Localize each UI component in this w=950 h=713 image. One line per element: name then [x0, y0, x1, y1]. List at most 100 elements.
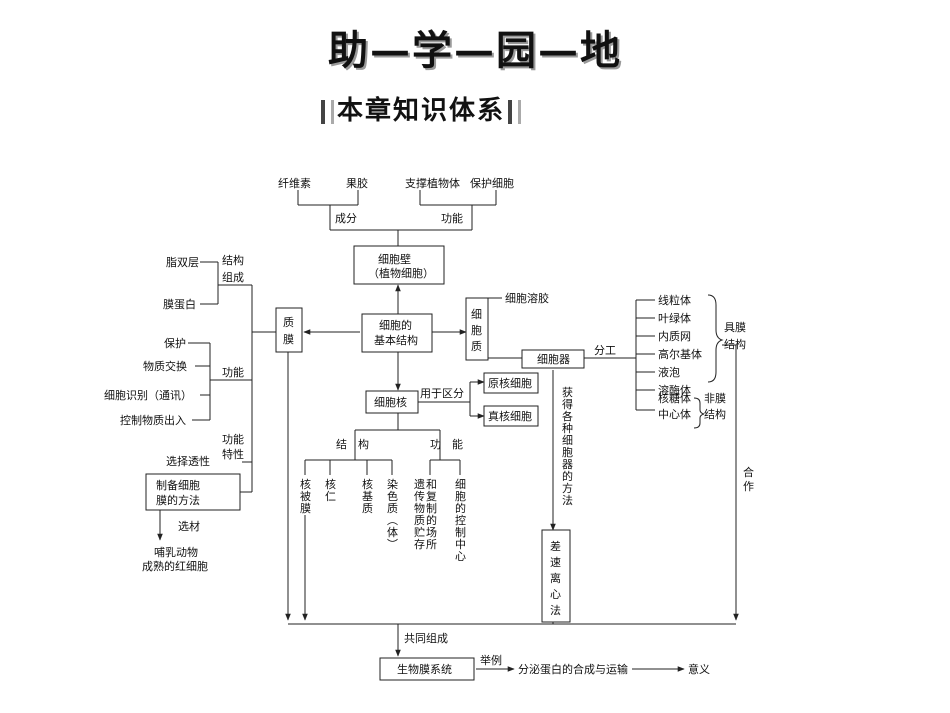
organelle-vacuole: 液泡: [658, 365, 680, 379]
nucleus-function-storage: 遗 传 物 质 贮 存: [414, 477, 425, 551]
label-jiegou-nonmem: 结构: [704, 407, 726, 421]
label-gongtong: 共同组成: [404, 631, 448, 645]
organelle-golgi: 高尔基体: [658, 347, 702, 361]
item-recognition: 细胞识别（通讯）: [104, 389, 192, 402]
item-protect: 保护: [164, 336, 186, 350]
func-char: 遗: [414, 477, 425, 491]
organelle-ribosome: 核糖体: [658, 391, 691, 405]
func-char: 心: [455, 550, 466, 563]
hezuo-char: 合: [743, 465, 754, 479]
nucleus-part-envelope: 核 被 膜: [300, 477, 311, 515]
plasma-membrane-box: [275, 307, 303, 353]
method-char: 种: [562, 421, 573, 435]
label-feimo: 非膜: [704, 392, 726, 405]
centrifuge-char: 法: [550, 603, 561, 617]
centrifuge-label-vertical: 差 速 离 心 法: [550, 539, 561, 617]
part-char: 质: [387, 502, 398, 515]
material-line1: 哺乳动物: [154, 545, 198, 559]
part-char: 核: [362, 477, 373, 491]
label-juli: 举例: [480, 653, 502, 667]
centrifuge-box: [541, 529, 571, 623]
part-char: 色: [387, 489, 398, 503]
func-char: 细: [455, 478, 466, 491]
membrane-char1: 质: [283, 316, 294, 329]
label-yongyu: 用于区分: [420, 387, 464, 400]
item-membrane-protein: 膜蛋白: [163, 297, 196, 311]
example-secretory: 分泌蛋白的合成与运输: [518, 662, 628, 676]
organelle-label: 细胞器: [537, 353, 570, 366]
function-support: 支撑植物体: [405, 176, 460, 190]
centrifuge-char: 差: [550, 539, 561, 553]
prep-line1: 制备细胞: [156, 478, 200, 492]
part-char: ︶: [387, 538, 398, 551]
basic-structure-box: [361, 313, 433, 353]
func-char: 胞: [455, 490, 466, 503]
subtitle-text: 本章知识体系: [337, 96, 506, 126]
part-char: 核: [300, 477, 311, 491]
label-fengong: 分工: [594, 344, 616, 357]
hezuo-label-vertical: 合 作: [743, 465, 754, 493]
method-char: 胞: [562, 446, 573, 459]
func-char: 物: [414, 501, 425, 515]
part-char: 体: [387, 525, 398, 539]
item-lipid-bilayer: 脂双层: [166, 255, 199, 269]
label-jiegou-right: 结构: [724, 337, 746, 351]
nucleus-part-matrix: 核 基 质: [362, 477, 373, 515]
cytoplasm-box: [465, 297, 489, 361]
label-jumo: 具膜: [724, 321, 746, 334]
eukaryote-label: 真核细胞: [488, 409, 532, 423]
cell-wall-box: [353, 245, 445, 285]
centrifuge-char: 速: [550, 556, 561, 569]
label-xuancai: 选材: [178, 519, 200, 533]
item-cytosol: 细胞溶胶: [505, 291, 549, 305]
organelle-centrosome: 中心体: [658, 407, 691, 421]
label-jiegou: 结构: [222, 253, 244, 267]
part-char: ︵: [387, 514, 398, 527]
item-exchange: 物质交换: [143, 359, 187, 373]
page-title: 助—学—园—地: [328, 27, 622, 74]
func-char: 场: [426, 525, 437, 539]
nucleus-part-chromatin: 染 色 质 ︵ 体 ︶: [387, 477, 398, 551]
func-char: 制: [455, 526, 466, 539]
organelle-lysosome: 溶酶体: [658, 383, 691, 397]
label-gongneng-top: 功能: [441, 211, 463, 225]
method-char: 得: [562, 398, 573, 411]
method-char: 的: [562, 469, 573, 483]
label-zucheng: 组成: [222, 270, 244, 284]
part-char: 核: [325, 477, 336, 491]
connector-lines: [157, 190, 739, 672]
material-line2: 成熟的红细胞: [142, 559, 208, 573]
organelle-er: 内质网: [658, 329, 691, 343]
cytoplasm-char3: 质: [471, 340, 482, 353]
method-char: 获: [562, 386, 573, 399]
prep-line2: 膜的方法: [156, 493, 200, 507]
label-membrane-function: 功能: [222, 365, 244, 379]
subtitle-bar-left-light: [331, 99, 334, 124]
basic-structure-line1: 细胞的: [379, 318, 412, 332]
method-char: 法: [562, 493, 573, 507]
part-char: 仁: [325, 490, 336, 503]
func-char: 所: [426, 538, 437, 551]
eukaryote-box: [483, 405, 539, 427]
method-char: 方: [562, 481, 573, 495]
prokaryote-label: 原核细胞: [488, 376, 532, 390]
nucleus-function-control: 细 胞 的 控 制 中 心: [455, 478, 466, 563]
func-char: 的: [455, 501, 466, 515]
organelle-mitochondria: 线粒体: [658, 293, 691, 307]
func-char: 的: [426, 513, 437, 527]
centrifuge-char: 离: [550, 571, 561, 585]
method-char: 各: [562, 409, 573, 423]
func-char: 中: [455, 538, 466, 551]
subtitle-bar-right-light: [518, 99, 522, 124]
method-label-vertical: 获 得 各 种 细 胞 器 的 方 法: [562, 386, 573, 507]
organelle-box: [521, 349, 585, 369]
func-char: 存: [414, 537, 425, 551]
biomembrane-system-box: [379, 657, 475, 681]
prokaryote-box: [483, 372, 539, 394]
function-protect: 保护细胞: [470, 176, 514, 190]
organelle-chloroplast: 叶绿体: [658, 311, 691, 325]
part-char: 膜: [300, 502, 311, 515]
component-cellulose: 纤维素: [278, 177, 311, 190]
func-char: 传: [414, 490, 425, 503]
func-char: 制: [426, 502, 437, 515]
